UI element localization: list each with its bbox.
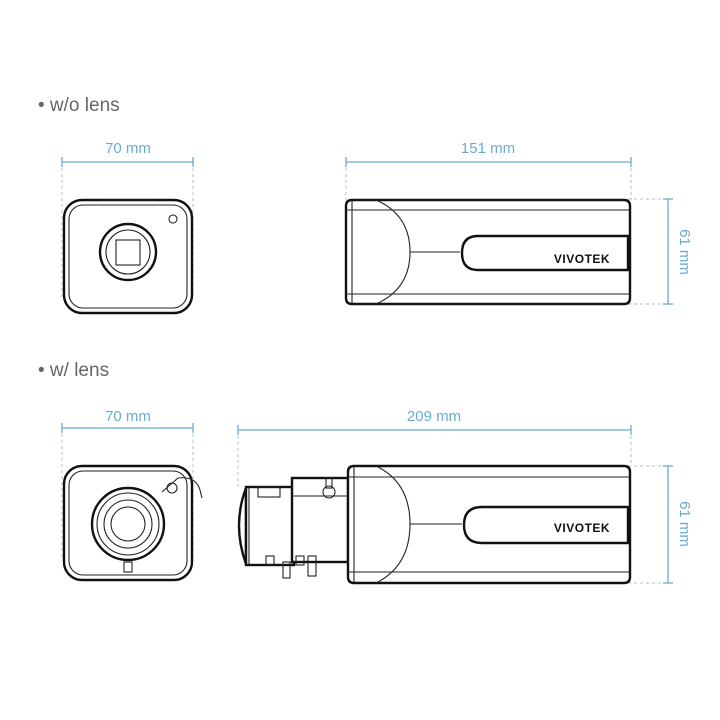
width-dimension-label: 70 mm: [105, 408, 151, 425]
height-dimension-label: 61 mm: [676, 501, 693, 547]
section-label-with-lens: • w/ lens: [38, 360, 109, 381]
side-view-with-lens: 209 mm 61 mm VIVOTEK: [237, 408, 693, 585]
brand-logo: VIVOTEK: [554, 521, 610, 535]
brand-logo: VIVOTEK: [554, 252, 610, 266]
width-dimension-label: 70 mm: [105, 140, 151, 157]
length-dimension-label: 209 mm: [407, 408, 461, 425]
length-dimension-label: 151 mm: [461, 140, 515, 157]
side-view-without-lens: 151 mm 61 mm VIVOTEK: [344, 140, 693, 306]
section-label-without-lens: • w/o lens: [38, 95, 120, 116]
front-view-without-lens: 70 mm: [61, 140, 194, 315]
front-view-with-lens: 70 mm: [61, 408, 203, 582]
height-dimension-label: 61 mm: [676, 229, 693, 275]
